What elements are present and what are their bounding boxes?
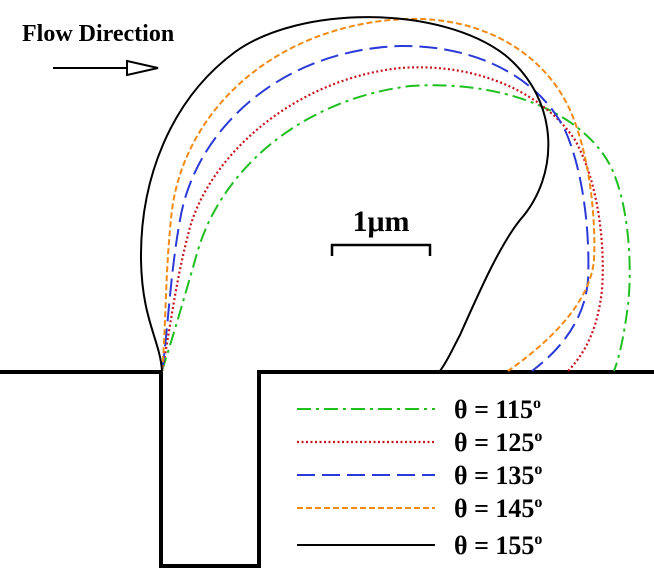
legend-item-125: θ = 125o	[297, 428, 542, 457]
legend-item-135: θ = 135o	[297, 461, 542, 490]
legend-label: θ = 145o	[454, 494, 542, 523]
contour-theta-115	[161, 84, 631, 372]
wall-with-cavity	[0, 370, 654, 568]
scale-bar	[330, 243, 432, 256]
flow-arrow-icon	[53, 59, 159, 77]
contour-theta-145	[161, 17, 596, 372]
legend: θ = 115o θ = 125o θ = 135o θ = 145o θ = …	[297, 395, 542, 560]
legend-label: θ = 135o	[454, 461, 542, 490]
legend-item-115: θ = 115o	[297, 395, 541, 424]
contour-theta-135	[161, 44, 590, 372]
contour-theta-155	[139, 16, 550, 372]
flow-direction-label: Flow Direction	[22, 21, 174, 47]
legend-label: θ = 125o	[454, 428, 542, 457]
legend-label: θ = 115o	[454, 395, 541, 424]
legend-item-145: θ = 145o	[297, 494, 542, 523]
legend-label: θ = 155o	[454, 531, 542, 560]
legend-item-155: θ = 155o	[297, 531, 542, 560]
scale-bar-label: 1μm	[353, 205, 410, 238]
